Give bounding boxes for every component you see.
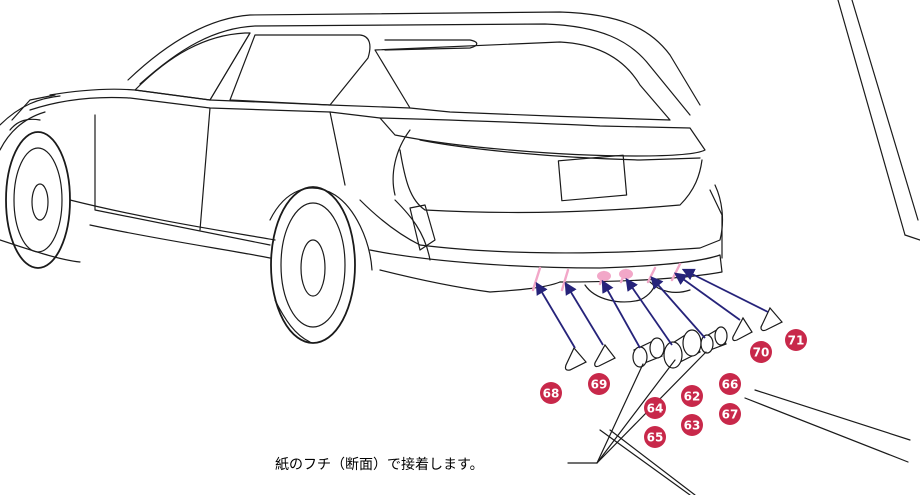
badge-label: 64	[647, 402, 664, 416]
glue-marks	[531, 262, 682, 292]
glue-mark	[670, 262, 682, 282]
car-illustration	[0, 11, 724, 303]
front-wheel	[0, 118, 81, 269]
badge-70: 70	[750, 341, 772, 363]
arrow-64	[601, 279, 641, 349]
badge-label: 63	[684, 419, 701, 433]
badge-65: 65	[644, 426, 666, 448]
glue-mark	[646, 266, 657, 284]
badge-label: 66	[722, 378, 739, 392]
badge-68: 68	[540, 382, 562, 404]
part-71-fin	[760, 306, 783, 332]
paper-edge	[837, 0, 920, 241]
callout-lines	[567, 351, 911, 495]
badge-label: 69	[591, 378, 608, 392]
arrow-69	[564, 281, 604, 346]
badge-63: 63	[681, 414, 703, 436]
badge-label: 71	[788, 334, 805, 348]
part-64-pipe	[632, 337, 665, 368]
arrow-68	[535, 281, 576, 349]
part-70-fin	[732, 316, 753, 342]
arrow-66	[650, 276, 706, 339]
badge-64: 64	[644, 397, 666, 419]
part-68-fin	[564, 346, 587, 371]
assembly-arrows	[535, 268, 769, 349]
badge-label: 70	[753, 346, 770, 360]
badge-label: 65	[647, 431, 664, 445]
part-69-fin	[594, 343, 616, 368]
glue-instruction-note: 紙のフチ（断面）で接着します。	[275, 456, 484, 473]
arrow-70	[673, 272, 741, 321]
badge-69: 69	[588, 373, 610, 395]
parts	[564, 306, 783, 371]
badge-62: 62	[681, 385, 703, 407]
badge-label: 62	[684, 390, 701, 404]
glue-mark	[531, 266, 542, 292]
badge-71: 71	[785, 329, 807, 351]
glue-mark-dot	[619, 269, 633, 279]
arrow-62	[625, 277, 673, 346]
glue-mark-dot	[597, 271, 611, 281]
badge-67: 67	[719, 403, 741, 425]
glue-mark	[560, 268, 570, 292]
part-66-pipe	[700, 326, 728, 354]
arrow-71	[681, 268, 769, 313]
rear-wheel	[269, 186, 373, 344]
badge-label: 68	[543, 387, 560, 401]
badge-label: 67	[722, 408, 739, 422]
badge-66: 66	[719, 373, 741, 395]
